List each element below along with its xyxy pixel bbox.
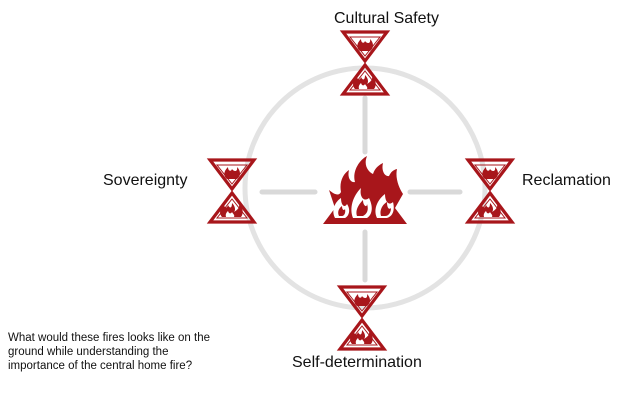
hourglass-fire-icon-bottom bbox=[338, 285, 386, 351]
label-sovereignty: Sovereignty bbox=[103, 172, 188, 189]
label-cultural-safety: Cultural Safety bbox=[334, 10, 439, 27]
hourglass-fire-icon-right bbox=[466, 158, 514, 224]
hourglass-fire-icon-top bbox=[341, 30, 389, 96]
label-reclamation: Reclamation bbox=[522, 172, 611, 189]
reflection-question: What would these fires looks like on the… bbox=[8, 332, 210, 372]
central-home-fire-icon bbox=[323, 156, 407, 224]
label-self-determination: Self-determination bbox=[292, 354, 422, 371]
